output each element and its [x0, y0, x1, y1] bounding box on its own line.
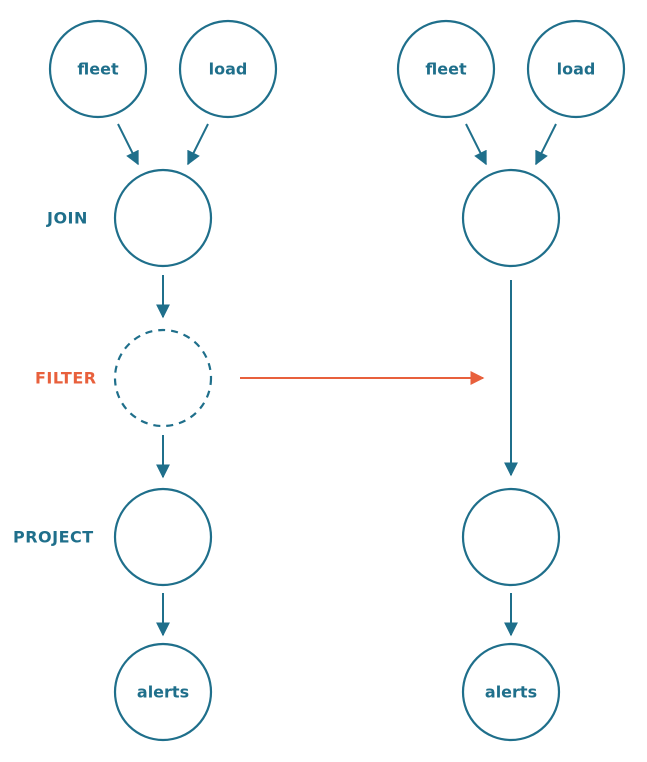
left-project-node: PROJECT	[13, 487, 213, 587]
right-input-load-label: load	[557, 60, 596, 79]
right-input-load-node: load	[526, 19, 626, 119]
left-plan: fleet load JOIN FILTER PROJECT	[13, 19, 278, 742]
left-input-fleet-label: fleet	[77, 60, 119, 79]
right-input-fleet-node: fleet	[396, 19, 496, 119]
right-join-circle	[461, 168, 561, 268]
left-output-alerts-circle	[113, 642, 213, 742]
right-input-fleet-label: fleet	[425, 60, 467, 79]
left-filter-node: FILTER	[35, 328, 213, 428]
right-plan: fleet load alerts	[396, 19, 626, 742]
filter-operator-label: FILTER	[35, 369, 97, 388]
right-output-alerts-circle	[461, 642, 561, 742]
left-input-fleet-circle	[48, 19, 148, 119]
left-input-load-label: load	[209, 60, 248, 79]
left-join-circle	[113, 168, 213, 268]
left-output-alerts-label: alerts	[137, 683, 189, 702]
right-input-fleet-circle	[396, 19, 496, 119]
right-edge-fleet-to-join	[465, 123, 487, 166]
right-project-circle	[461, 487, 561, 587]
project-operator-label: PROJECT	[13, 528, 94, 547]
left-input-fleet-node: fleet	[48, 19, 148, 119]
left-input-load-circle	[178, 19, 278, 119]
left-input-load-node: load	[178, 19, 278, 119]
left-edge-fleet-to-join	[117, 123, 139, 166]
right-input-load-circle	[526, 19, 626, 119]
left-join-node: JOIN	[46, 168, 213, 268]
right-output-alerts-label: alerts	[485, 683, 537, 702]
right-edge-load-to-join	[535, 123, 557, 166]
left-edge-load-to-join	[187, 123, 209, 166]
join-operator-label: JOIN	[46, 209, 88, 228]
left-output-alerts-node: alerts	[113, 642, 213, 742]
right-output-alerts-node: alerts	[461, 642, 561, 742]
left-filter-circle-dashed	[113, 328, 213, 428]
left-project-circle	[113, 487, 213, 587]
